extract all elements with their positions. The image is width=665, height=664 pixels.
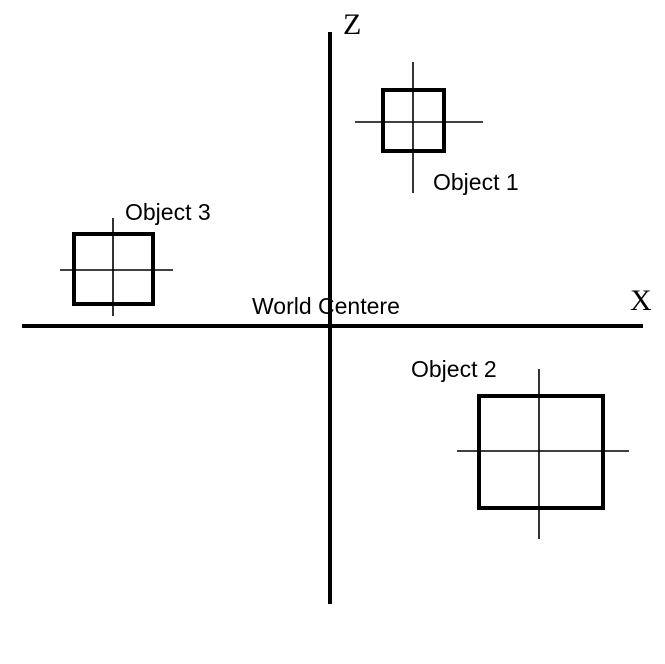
object-1: Object 1: [355, 62, 519, 195]
object-2: Object 2: [411, 356, 629, 539]
world-center-label: World Centere: [252, 293, 400, 319]
object-3-label: Object 3: [125, 199, 211, 225]
object-1-label: Object 1: [433, 169, 519, 195]
object-2-box: [477, 394, 605, 510]
object-3: Object 3: [60, 199, 211, 316]
object-2-label: Object 2: [411, 356, 497, 382]
z-axis-label: Z: [343, 8, 361, 41]
x-axis-label: X: [630, 284, 652, 317]
